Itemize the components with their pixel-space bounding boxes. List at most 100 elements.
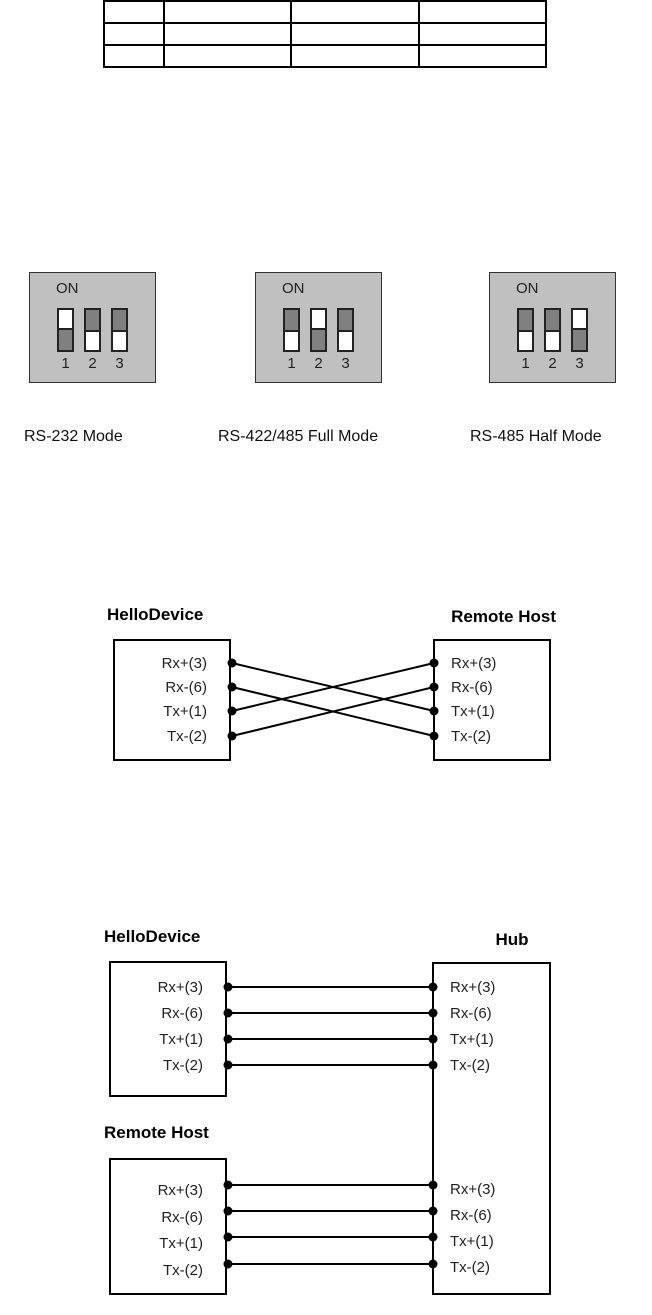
hub-device-title: HelloDevice xyxy=(104,927,200,946)
crossover-wiring-svg: HelloDevice Remote Host Rx+(3) Rx-(6) Tx… xyxy=(107,605,556,761)
hub-host-box xyxy=(109,1158,227,1295)
switch-lever xyxy=(519,310,532,332)
switch-lever xyxy=(546,310,559,332)
switch-lever xyxy=(59,328,72,350)
left-pin-label: Rx+(3) xyxy=(162,655,207,672)
mode-label: RS-422/485 Full Mode xyxy=(218,428,379,445)
hub-lower-pin-label: Rx+(3) xyxy=(450,1181,495,1198)
host-pin-label: Tx-(2) xyxy=(163,1262,203,1279)
switch-lever xyxy=(113,310,126,332)
pin-junction-dot xyxy=(429,731,439,741)
crossover-wire xyxy=(231,686,435,737)
table-cell xyxy=(103,44,165,68)
table-cell xyxy=(290,0,420,24)
table-cell xyxy=(290,22,420,46)
device-pin-label: Tx+(1) xyxy=(159,1031,203,1048)
switch-lever xyxy=(312,328,325,350)
hub-upper-pin-label: Tx+(1) xyxy=(450,1031,494,1048)
switch-lever xyxy=(573,328,586,350)
left-pin-label: Tx+(1) xyxy=(163,703,207,720)
left-pin-label: Tx-(2) xyxy=(167,728,207,745)
pin-junction-dot xyxy=(223,1060,233,1070)
remote-host-box xyxy=(433,639,551,761)
pin-junction-dot xyxy=(428,1259,438,1269)
pin-junction-dot xyxy=(223,1008,233,1018)
switch-lever xyxy=(86,310,99,332)
table-row xyxy=(103,44,547,68)
hub-title: Hub xyxy=(495,930,528,949)
pin-junction-dot xyxy=(428,1232,438,1242)
table-cell xyxy=(290,44,420,68)
pin-junction-dot xyxy=(428,1180,438,1190)
device-pin-label: Tx-(2) xyxy=(163,1057,203,1074)
hub-box xyxy=(432,962,551,1295)
device-pin-label: Rx-(6) xyxy=(161,1005,203,1022)
host-pin-label: Rx-(6) xyxy=(161,1209,203,1226)
table-cell xyxy=(103,0,165,24)
crossover-left-title: HelloDevice xyxy=(107,605,203,624)
host-pin-label: Tx+(1) xyxy=(159,1235,203,1252)
dip-switch-2-off xyxy=(544,308,561,352)
hub-wiring-svg: HelloDevice Hub Remote Host Rx+(3) Rx-(6… xyxy=(104,927,551,1295)
mode-label: RS-232 Mode xyxy=(24,428,123,445)
hellodevice-box xyxy=(113,639,231,761)
table-cell xyxy=(163,44,292,68)
pin-junction-dot xyxy=(227,706,237,716)
pin-junction-dot xyxy=(429,682,439,692)
on-label: ON xyxy=(282,280,305,297)
empty-table xyxy=(103,0,547,68)
dip-switch-3-off xyxy=(111,308,128,352)
pin-junction-dot xyxy=(227,682,237,692)
switch-number: 1 xyxy=(521,355,530,372)
pin-junction-dot xyxy=(223,1206,233,1216)
table-row xyxy=(103,22,547,46)
dip-switch-3-on xyxy=(571,308,588,352)
switch-number: 2 xyxy=(314,355,323,372)
pin-junction-dot xyxy=(428,1206,438,1216)
hub-host-title: Remote Host xyxy=(104,1123,209,1142)
table-cell xyxy=(163,22,292,46)
mode-label: RS-485 Half Mode xyxy=(470,428,602,445)
switch-number: 1 xyxy=(287,355,296,372)
right-pin-label: Rx+(3) xyxy=(451,655,496,672)
pin-junction-dot xyxy=(429,706,439,716)
switch-number: 2 xyxy=(88,355,97,372)
switch-lever xyxy=(339,310,352,332)
on-label: ON xyxy=(56,280,79,297)
right-pin-label: Tx-(2) xyxy=(451,728,491,745)
switch-number: 2 xyxy=(548,355,557,372)
on-label: ON xyxy=(516,280,539,297)
dip-switch-block: ON 1 2 3 xyxy=(489,272,616,383)
table-row xyxy=(103,0,547,24)
hub-lower-pin-label: Tx+(1) xyxy=(450,1233,494,1250)
pin-junction-dot xyxy=(428,1060,438,1070)
pin-junction-dot xyxy=(227,658,237,668)
hub-upper-pin-label: Rx+(3) xyxy=(450,979,495,996)
switch-number: 3 xyxy=(575,355,584,372)
pin-junction-dot xyxy=(428,982,438,992)
hub-device-box xyxy=(109,961,227,1097)
crossover-wire xyxy=(231,662,435,712)
pin-junction-dot xyxy=(223,1232,233,1242)
dip-switch-2-on xyxy=(310,308,327,352)
switch-number: 3 xyxy=(341,355,350,372)
table-cell xyxy=(418,44,547,68)
pin-junction-dot xyxy=(428,1034,438,1044)
table-cell xyxy=(163,0,292,24)
right-pin-label: Rx-(6) xyxy=(451,679,493,696)
host-pin-label: Rx+(3) xyxy=(158,1182,203,1199)
dip-switch-2-off xyxy=(84,308,101,352)
pin-junction-dot xyxy=(223,1180,233,1190)
hub-upper-pin-label: Tx-(2) xyxy=(450,1057,490,1074)
switch-number: 1 xyxy=(61,355,70,372)
hub-wiring-diagram: HelloDevice Hub Remote Host Rx+(3) Rx-(6… xyxy=(0,915,652,1315)
table-cell xyxy=(103,22,165,46)
pin-junction-dot xyxy=(223,1259,233,1269)
crossover-wiring-diagram: HelloDevice Remote Host Rx+(3) Rx-(6) Tx… xyxy=(0,595,652,775)
dip-switch-1-off xyxy=(517,308,534,352)
crossover-right-title: Remote Host xyxy=(451,607,556,626)
dip-switch-1-on xyxy=(57,308,74,352)
pin-junction-dot xyxy=(223,1034,233,1044)
table-cell xyxy=(418,22,547,46)
